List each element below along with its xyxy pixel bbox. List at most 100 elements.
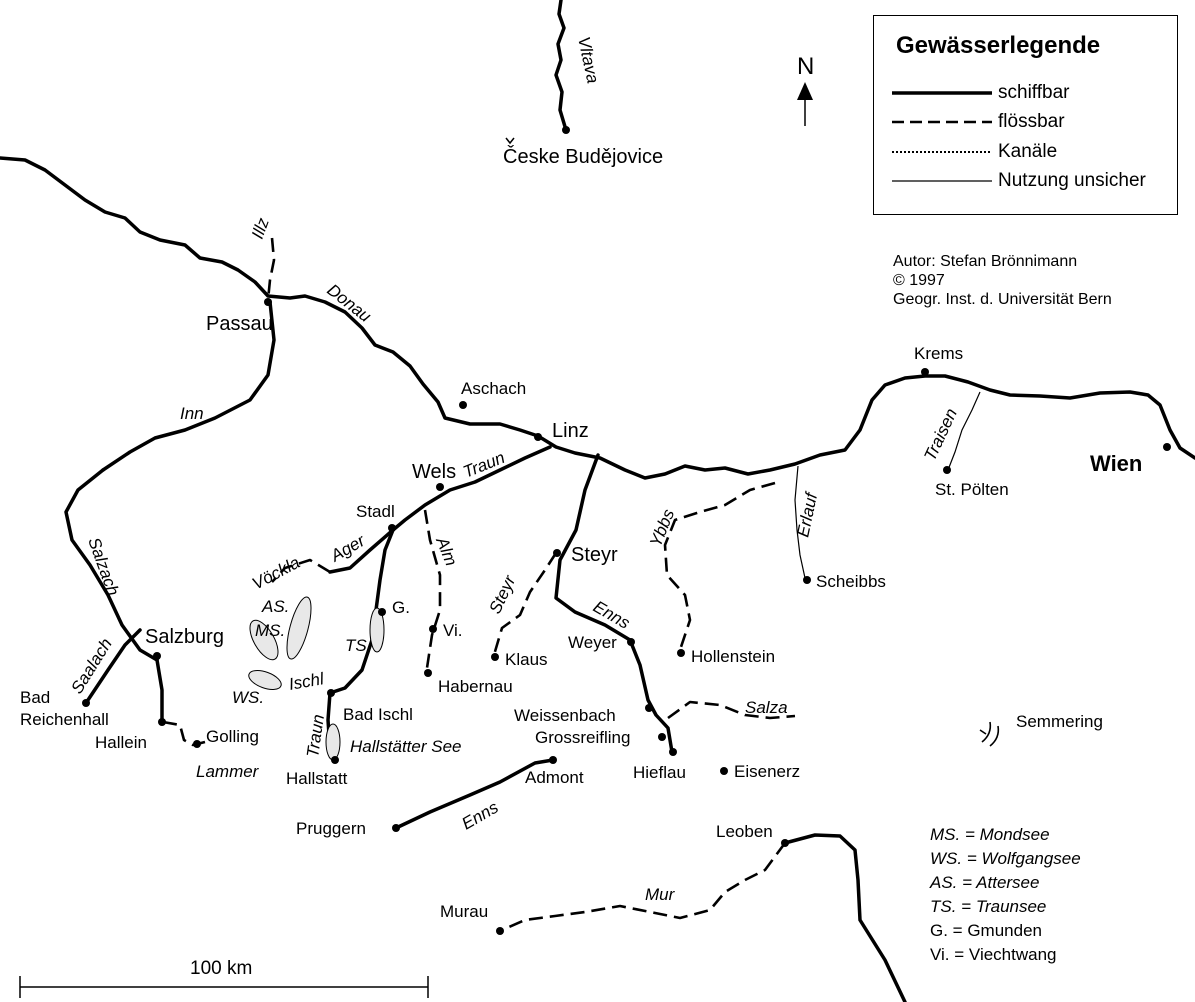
abbr-key: WS. — [930, 849, 963, 868]
dot-eisenerz — [720, 767, 728, 775]
dot-viechtwang — [429, 625, 437, 633]
legend-title: Gewässerlegende — [896, 32, 1101, 59]
scale-bar — [19, 976, 429, 998]
dot-st-poelten — [943, 466, 951, 474]
label-illz: Illz — [248, 215, 273, 241]
legend-line-dotted — [892, 151, 992, 153]
river-vltava — [554, 0, 568, 132]
legend-line-dashed — [892, 120, 992, 124]
abbr-row: G. = Gmunden — [930, 921, 1042, 940]
dot-golling — [193, 740, 201, 748]
label-steyr: Steyr — [571, 544, 618, 566]
label-vltava: Vltava — [574, 35, 602, 85]
lake-hallstaetter-see — [325, 723, 341, 761]
abbr-key: TS. — [930, 897, 957, 916]
river-illz — [266, 237, 276, 301]
legend-line-solid-thin — [892, 180, 992, 182]
dot-weyer — [627, 638, 635, 646]
legend-label: Kanäle — [998, 141, 1058, 162]
abbreviation-list: MS. = Mondsee WS. = Wolfgangsee AS. = At… — [930, 823, 1081, 967]
label-klaus: Klaus — [505, 650, 548, 669]
credits-institute: Geogr. Inst. d. Universität Bern — [893, 291, 1112, 308]
abbr-row: TS. = Traunsee — [930, 897, 1047, 916]
label-bad-reichenhall-2: Reichenhall — [20, 710, 109, 729]
dot-budejovice — [562, 126, 570, 134]
label-lammer: Lammer — [196, 762, 260, 781]
label-salzburg: Salzburg — [145, 626, 224, 648]
legend: Gewässerlegende schiffbar flössbar Kanäl… — [873, 15, 1178, 215]
river-inn-lower — [64, 468, 159, 662]
credits: Autor: Stefan Brönnimann © 1997 Geogr. I… — [893, 252, 1112, 309]
river-ybbs — [663, 481, 776, 651]
label-habernau: Habernau — [438, 677, 513, 696]
river-donau — [0, 156, 1195, 480]
label-st-poelten: St. Pölten — [935, 480, 1009, 499]
river-alm — [423, 509, 442, 669]
label-bad-reichenhall-1: Bad — [20, 688, 50, 707]
label-passau: Passau — [206, 313, 273, 335]
abbr-row: AS. = Attersee — [930, 873, 1040, 892]
abbr-meaning: Traunsee — [975, 897, 1047, 916]
label-weissenbach: Weissenbach — [514, 706, 616, 725]
dot-hollenstein — [677, 649, 685, 657]
label-wels: Wels — [412, 461, 456, 483]
legend-row-navigable: schiffbar — [892, 81, 1069, 105]
river-salzach-upper — [155, 658, 164, 724]
north-label: N — [797, 53, 814, 80]
legend-label: flössbar — [998, 111, 1065, 132]
label-scheibbs: Scheibbs — [816, 572, 886, 591]
abbr-meaning: Mondsee — [979, 825, 1050, 844]
dot-passau — [264, 298, 272, 306]
label-mur: Mur — [645, 885, 676, 904]
dot-bad-reichenhall — [82, 699, 90, 707]
abbr-key: MS. — [930, 825, 961, 844]
dot-krems — [921, 368, 929, 376]
label-wolfgangsee: WS. — [232, 688, 264, 707]
label-voeckla: Vöckla — [249, 553, 303, 594]
dot-murau — [496, 927, 504, 935]
river-traisen — [947, 391, 981, 471]
label-golling: Golling — [206, 727, 259, 746]
credits-year: © 1997 — [893, 272, 945, 289]
lake-traunsee — [369, 607, 385, 653]
dot-hieflau — [669, 748, 677, 756]
river-erlauf — [794, 465, 806, 579]
credits-author: Autor: Stefan Brönnimann — [893, 253, 1078, 270]
label-mondsee: MS. — [255, 621, 285, 640]
dot-admont — [549, 756, 557, 764]
north-arrow-icon — [797, 82, 813, 126]
river-mur — [499, 842, 787, 933]
label-hallstatt: Hallstatt — [286, 769, 348, 788]
label-hallstaetter-see: Hallstätter See — [350, 737, 462, 756]
legend-label: schiffbar — [998, 82, 1070, 103]
scale-label: 100 km — [190, 958, 253, 979]
label-krems: Krems — [914, 344, 963, 363]
label-grossreifling: Grossreifling — [535, 728, 630, 747]
abbr-row: WS. = Wolfgangsee — [930, 849, 1081, 868]
abbr-meaning: Attersee — [976, 873, 1040, 892]
dot-aschach — [459, 401, 467, 409]
label-ischl: Ischl — [287, 669, 326, 694]
label-enns-upper: Enns — [459, 797, 502, 833]
abbr-key: G. — [930, 921, 948, 940]
river-mur-east — [783, 833, 907, 1002]
label-ager: Ager — [327, 530, 370, 566]
label-inn: Inn — [180, 404, 204, 423]
label-stadl: Stadl — [356, 502, 395, 521]
label-traun-south: Traun — [303, 713, 328, 758]
label-hieflau: Hieflau — [633, 763, 686, 782]
river-enns-upper — [394, 758, 555, 830]
abbr-meaning: Viechtwang — [968, 945, 1057, 964]
legend-label: Nutzung unsicher — [998, 170, 1146, 191]
dot-grossreifling — [658, 733, 666, 741]
abbr-key: Vi. — [930, 945, 950, 964]
label-weyer: Weyer — [568, 633, 617, 652]
river-saalach — [84, 628, 142, 705]
abbr-meaning: Gmunden — [967, 921, 1042, 940]
label-viechtwang: Vi. — [443, 621, 463, 640]
lake-wolfgangsee — [248, 669, 282, 691]
abbr-row: Vi. = Viechtwang — [930, 945, 1057, 964]
label-attersee: AS. — [261, 597, 289, 616]
label-pruggern: Pruggern — [296, 819, 366, 838]
